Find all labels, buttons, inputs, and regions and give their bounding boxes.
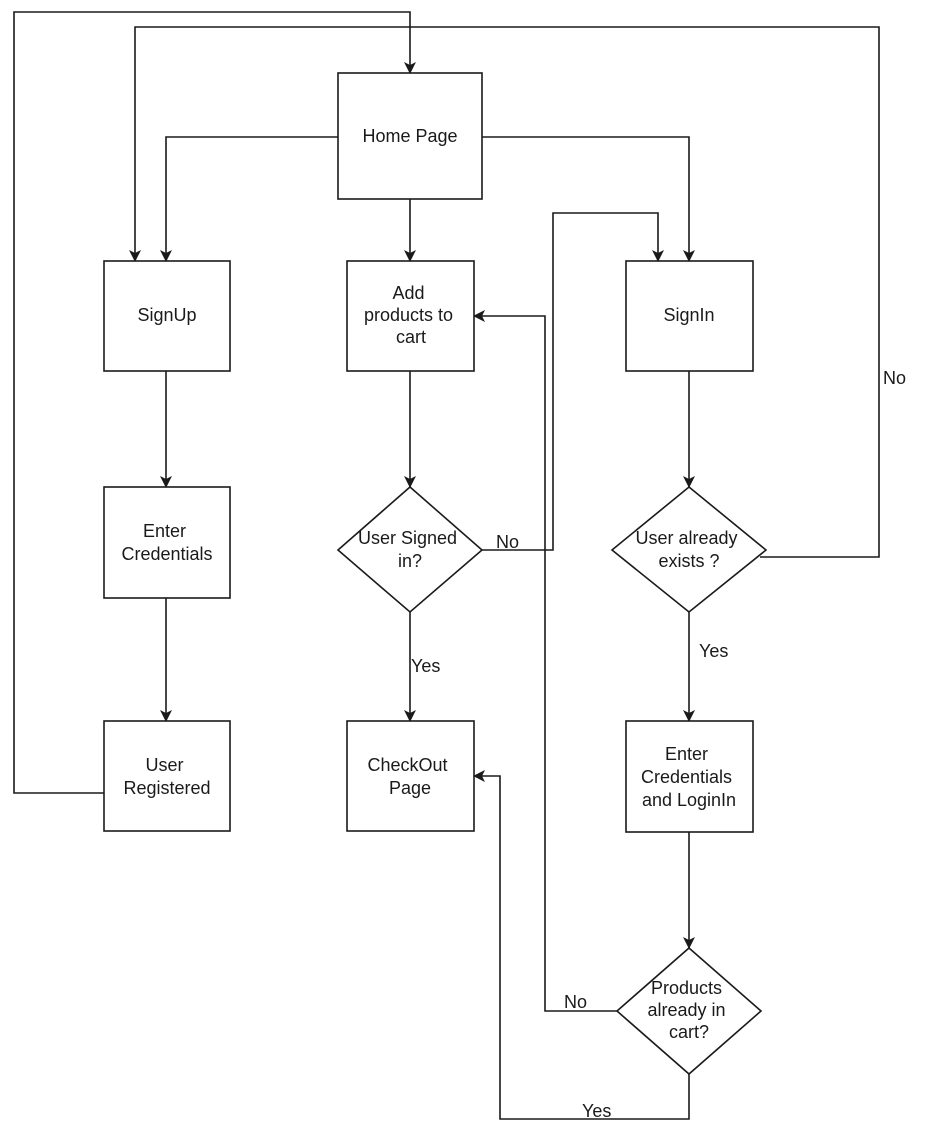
label-signed-in-yes: Yes — [411, 656, 440, 676]
node-label: Add products to cart — [364, 283, 458, 347]
node-user-registered: User Registered — [103, 720, 231, 832]
edge-signed-in-no-to-signin — [482, 212, 664, 551]
edge-cart-no-to-add-products — [473, 310, 617, 1012]
node-label: Enter Credentials and LoginIn — [641, 744, 737, 810]
node-add-products-to-cart: Add products to cart — [346, 260, 475, 372]
label-exists-yes: Yes — [699, 641, 728, 661]
label-cart-no: No — [564, 992, 587, 1012]
node-label: User already exists ? — [635, 528, 742, 571]
edge-user-exists-no-to-signup — [129, 26, 880, 558]
node-signup: SignUp — [103, 260, 231, 372]
node-user-signed-in-decision: User Signed in? — [336, 485, 484, 614]
label-exists-no: No — [883, 368, 906, 388]
label-signed-in-no: No — [496, 532, 519, 552]
nodes: Home Page SignUp Add products to cart Si… — [103, 72, 768, 1076]
edges — [13, 11, 880, 1120]
edge-home-to-signin — [482, 136, 695, 262]
edge-labels: No Yes No Yes No Yes — [411, 368, 906, 1121]
node-signin: SignIn — [625, 260, 754, 372]
edge-cart-yes-to-checkout — [473, 770, 690, 1120]
node-label: Products already in cart? — [647, 978, 730, 1042]
node-label: Enter Credentials — [121, 521, 212, 564]
node-label: SignUp — [137, 305, 196, 325]
node-label: User Signed in? — [358, 528, 462, 571]
node-label: Home Page — [362, 126, 457, 146]
node-checkout-page: CheckOut Page — [346, 720, 475, 832]
node-label: User Registered — [123, 755, 210, 798]
node-enter-credentials: Enter Credentials — [103, 486, 231, 599]
node-products-in-cart-decision: Products already in cart? — [615, 946, 763, 1076]
node-enter-credentials-and-login: Enter Credentials and LoginIn — [625, 720, 754, 833]
edge-home-to-signup — [160, 136, 338, 262]
node-home-page: Home Page — [337, 72, 483, 200]
label-cart-yes: Yes — [582, 1101, 611, 1121]
node-label: SignIn — [663, 305, 714, 325]
edge-user-registered-to-home — [13, 11, 416, 794]
node-user-exists-decision: User already exists ? — [610, 485, 768, 614]
node-label: CheckOut Page — [367, 755, 452, 798]
